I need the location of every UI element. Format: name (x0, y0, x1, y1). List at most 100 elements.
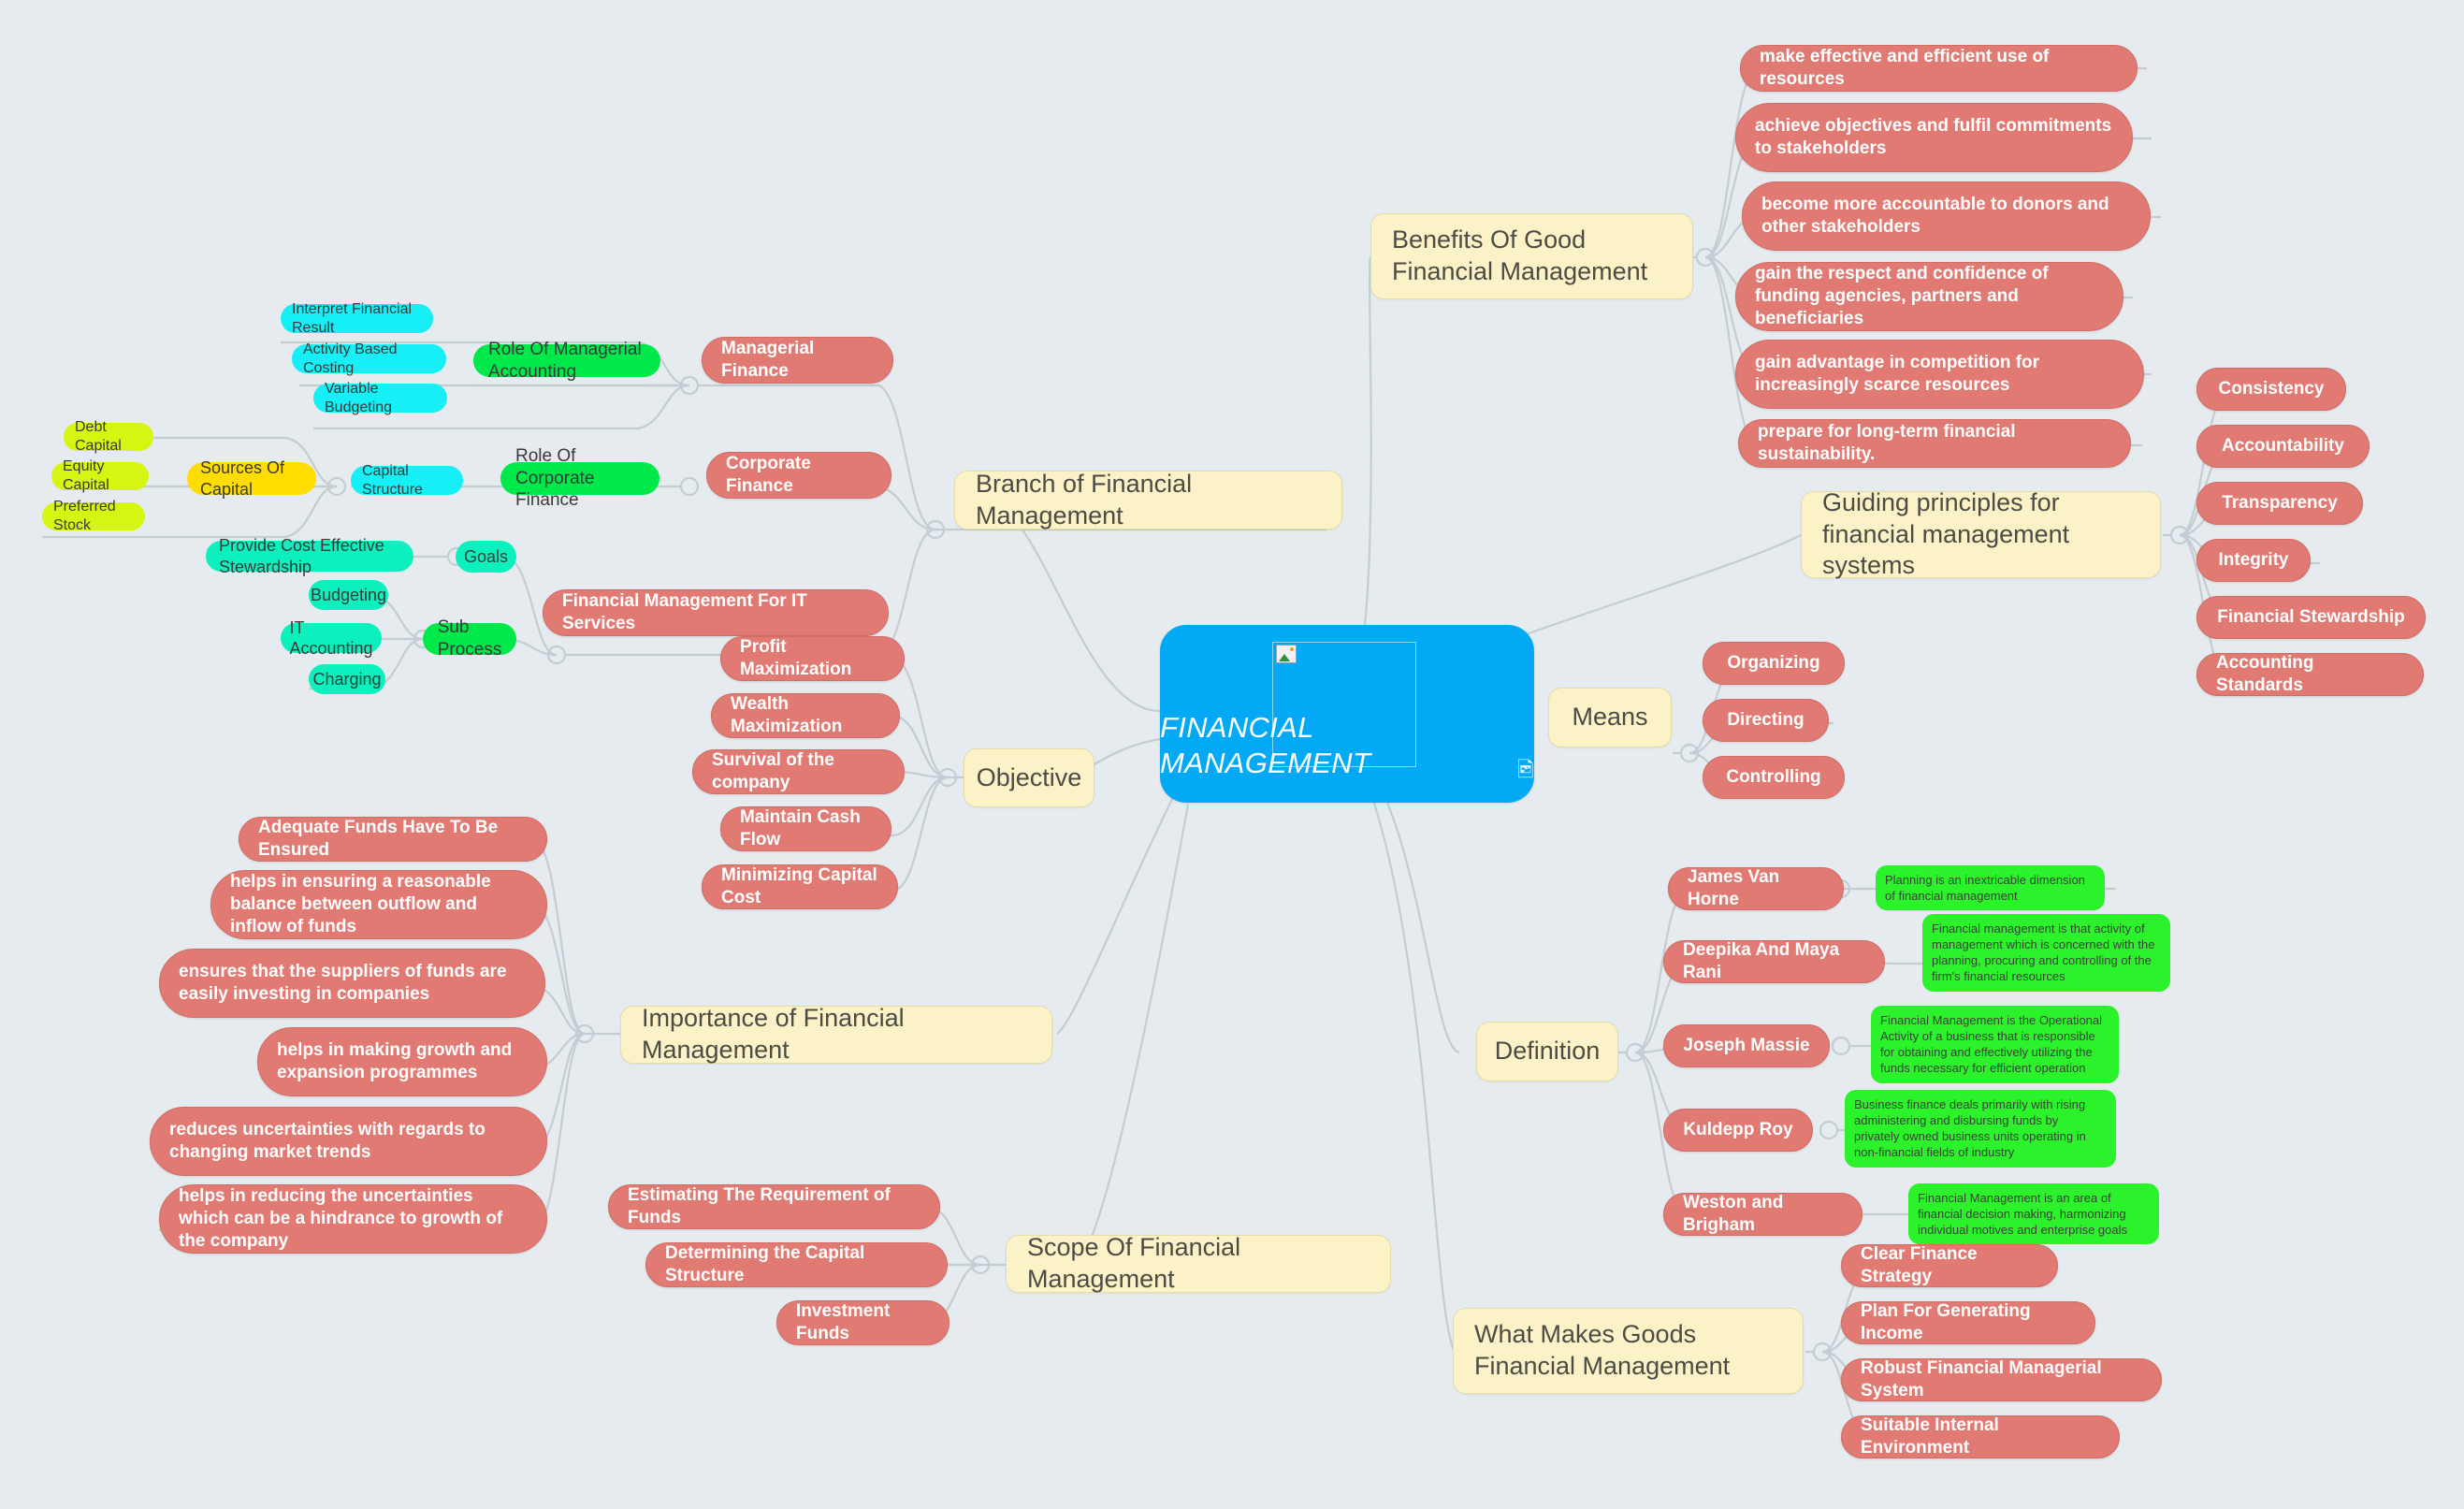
definition-author-james-van-horne[interactable]: James Van Horne (1668, 867, 1844, 910)
topic-scope-of-financial-management[interactable]: Scope Of Financial Management (1006, 1233, 1391, 1293)
definition-quote-activity-of-management[interactable]: Financial management is that activity of… (1922, 914, 2170, 992)
importance-item-adequate-funds[interactable]: Adequate Funds Have To Be Ensured (239, 817, 547, 862)
scope-item-estimating-requirement-of-funds[interactable]: Estimating The Requirement of Funds (608, 1184, 940, 1229)
topic-branch-label: Branch of Financial Management (976, 469, 1199, 530)
importance-item-label: helps in ensuring a reasonable balance b… (230, 872, 497, 936)
topic-benefits-of-good-financial-management[interactable]: Benefits Of Good Financial Management (1370, 213, 1693, 299)
benefit-item-long-term-sustainability[interactable]: prepare for long-term financial sustaina… (1738, 419, 2131, 468)
means-item-organizing[interactable]: Organizing (1703, 642, 1845, 685)
objective-item-profit-maximization[interactable]: Profit Maximization (720, 636, 905, 681)
it-services-sub-process[interactable]: Sub Process (423, 617, 516, 660)
definition-quote-area-of-financial-decision-making[interactable]: Financial Management is an area of finan… (1908, 1183, 2159, 1245)
benefit-item-label: become more accountable to donors and ot… (1761, 195, 2114, 237)
principle-accounting-standards[interactable]: Accounting Standards (2196, 653, 2424, 696)
quote-label: Financial Management is an area of finan… (1918, 1191, 2130, 1238)
sources-of-capital-node[interactable]: Sources Of Capital (187, 458, 316, 499)
managerial-leaf-variable-budgeting[interactable]: Variable Budgeting (313, 381, 447, 415)
topic-means[interactable]: Means (1548, 688, 1672, 747)
topic-what-makes-goods-financial-management[interactable]: What Makes Goods Financial Management (1453, 1308, 1804, 1394)
role-label: Role Of Corporate Finance (515, 445, 600, 511)
importance-item-label: Adequate Funds Have To Be Ensured (258, 818, 503, 860)
principle-label: Accounting Standards (2216, 653, 2319, 695)
what-makes-item-robust-financial-managerial-system[interactable]: Robust Financial Managerial System (1841, 1358, 2162, 1401)
benefit-item-accountable-to-donors[interactable]: become more accountable to donors and ot… (1742, 181, 2151, 251)
definition-author-deepika-and-maya-rani[interactable]: Deepika And Maya Rani (1663, 940, 1885, 983)
means-item-directing[interactable]: Directing (1703, 699, 1829, 742)
topic-objective[interactable]: Objective (964, 748, 1094, 807)
topic-definition[interactable]: Definition (1476, 1022, 1618, 1081)
it-sub-charging[interactable]: Charging (309, 664, 385, 694)
importance-item-growth-and-expansion[interactable]: helps in making growth and expansion pro… (257, 1027, 547, 1096)
definition-author-kuldepp-roy[interactable]: Kuldepp Roy (1663, 1109, 1813, 1152)
benefit-item-label: gain advantage in competition for increa… (1755, 353, 2045, 395)
benefit-item-effective-use-of-resources[interactable]: make effective and efficient use of reso… (1740, 45, 2138, 92)
leaf-label: Variable Budgeting (325, 380, 393, 415)
means-item-controlling[interactable]: Controlling (1703, 756, 1845, 799)
branch-item-corporate-finance[interactable]: Corporate Finance (706, 452, 891, 499)
principle-label: Accountability (2222, 436, 2344, 457)
definition-quote-business-finance[interactable]: Business finance deals primarily with ri… (1845, 1090, 2116, 1168)
objective-item-survival-of-the-company[interactable]: Survival of the company (692, 749, 905, 794)
what-makes-item-suitable-internal-environment[interactable]: Suitable Internal Environment (1841, 1415, 2120, 1458)
source-equity-capital[interactable]: Equity Capital (51, 458, 149, 493)
scope-item-investment-funds[interactable]: Investment Funds (776, 1300, 949, 1345)
topic-what-makes-label: What Makes Goods Financial Management (1474, 1320, 1731, 1380)
it-sub-budgeting[interactable]: Budgeting (309, 580, 388, 610)
source-preferred-stock[interactable]: Preferred Stock (42, 499, 145, 533)
definition-author-weston-and-brigham[interactable]: Weston and Brigham (1663, 1193, 1862, 1236)
importance-item-hindrance-to-growth[interactable]: helps in reducing the uncertainties whic… (159, 1184, 547, 1254)
principle-transparency[interactable]: Transparency (2196, 482, 2363, 525)
branch-item-label: Managerial Finance (721, 339, 819, 381)
benefit-item-gain-advantage-in-competition[interactable]: gain advantage in competition for increa… (1735, 340, 2144, 409)
it-services-goals[interactable]: Goals (456, 541, 516, 573)
definition-author-joseph-massie[interactable]: Joseph Massie (1663, 1024, 1830, 1067)
topic-guiding-principles[interactable]: Guiding principles for financial managem… (1801, 488, 2161, 579)
branch-item-managerial-finance[interactable]: Managerial Finance (702, 337, 893, 384)
topic-branch-of-financial-management[interactable]: Branch of Financial Management (954, 469, 1342, 530)
objective-item-wealth-maximization[interactable]: Wealth Maximization (711, 693, 900, 738)
capital-structure-node[interactable]: Capital Structure (351, 463, 463, 498)
branch-item-financial-management-for-it-services[interactable]: Financial Management For IT Services (543, 589, 889, 636)
topic-importance-of-financial-management[interactable]: Importance of Financial Management (620, 1004, 1052, 1064)
root-label: FINANCIAL MANAGEMENT (1160, 710, 1371, 780)
node-label: Sub Process (437, 617, 502, 660)
objective-item-minimizing-capital-cost[interactable]: Minimizing Capital Cost (702, 864, 898, 909)
author-label: Weston and Brigham (1683, 1193, 1789, 1235)
principle-financial-stewardship[interactable]: Financial Stewardship (2196, 596, 2426, 639)
quote-label: Business finance deals primarily with ri… (1854, 1097, 2090, 1160)
role-label: Role Of Managerial Accounting (488, 339, 645, 382)
author-label: Kuldepp Roy (1683, 1120, 1793, 1140)
it-goal-provide-cost-effective-stewardship[interactable]: Provide Cost Effective Stewardship (206, 536, 413, 576)
what-makes-item-plan-for-generating-income[interactable]: Plan For Generating Income (1841, 1301, 2095, 1344)
it-sub-it-accounting[interactable]: IT Accounting (281, 618, 382, 658)
benefit-item-achieve-objectives[interactable]: achieve objectives and fulfil commitment… (1735, 103, 2133, 172)
managerial-leaf-interpret-financial-result[interactable]: Interpret Financial Result (281, 301, 433, 336)
definition-quote-operational-activity[interactable]: Financial Management is the Operational … (1871, 1006, 2119, 1083)
objective-item-maintain-cash-flow[interactable]: Maintain Cash Flow (720, 806, 891, 851)
source-debt-capital[interactable]: Debt Capital (64, 419, 153, 454)
managerial-leaf-activity-based-costing[interactable]: Activity Based Costing (292, 341, 446, 376)
importance-item-label: helps in making growth and expansion pro… (277, 1040, 517, 1082)
scope-item-determining-capital-structure[interactable]: Determining the Capital Structure (645, 1242, 948, 1287)
principle-integrity[interactable]: Integrity (2196, 539, 2311, 582)
importance-item-suppliers-of-funds[interactable]: ensures that the suppliers of funds are … (159, 949, 545, 1018)
root-node-financial-management[interactable]: FINANCIAL MANAGEMENT 🖻 (1160, 625, 1534, 803)
principle-consistency[interactable]: Consistency (2196, 368, 2346, 411)
benefit-item-respect-and-confidence[interactable]: gain the respect and confidence of fundi… (1735, 262, 2123, 331)
importance-item-reduces-uncertainties[interactable]: reduces uncertainties with regards to ch… (150, 1107, 547, 1176)
definition-quote-planning-dimension[interactable]: Planning is an inextricable dimension of… (1876, 865, 2105, 911)
role-of-managerial-accounting[interactable]: Role Of Managerial Accounting (473, 340, 660, 382)
benefit-item-label: achieve objectives and fulfil commitment… (1755, 116, 2117, 158)
what-makes-item-clear-finance-strategy[interactable]: Clear Finance Strategy (1841, 1244, 2058, 1287)
leaf-label: Budgeting (310, 585, 387, 604)
scope-item-label: Determining the Capital Structure (665, 1243, 870, 1285)
principle-accountability[interactable]: Accountability (2196, 425, 2370, 468)
node-label: Capital Structure (362, 462, 423, 498)
objective-item-label: Minimizing Capital Cost (721, 865, 883, 907)
topic-objective-label: Objective (976, 762, 1082, 791)
branch-item-label: Financial Management For IT Services (562, 591, 813, 633)
role-of-corporate-finance[interactable]: Role Of Corporate Finance (500, 446, 659, 510)
importance-item-reasonable-balance[interactable]: helps in ensuring a reasonable balance b… (210, 870, 547, 939)
topic-means-label: Means (1572, 703, 1648, 732)
